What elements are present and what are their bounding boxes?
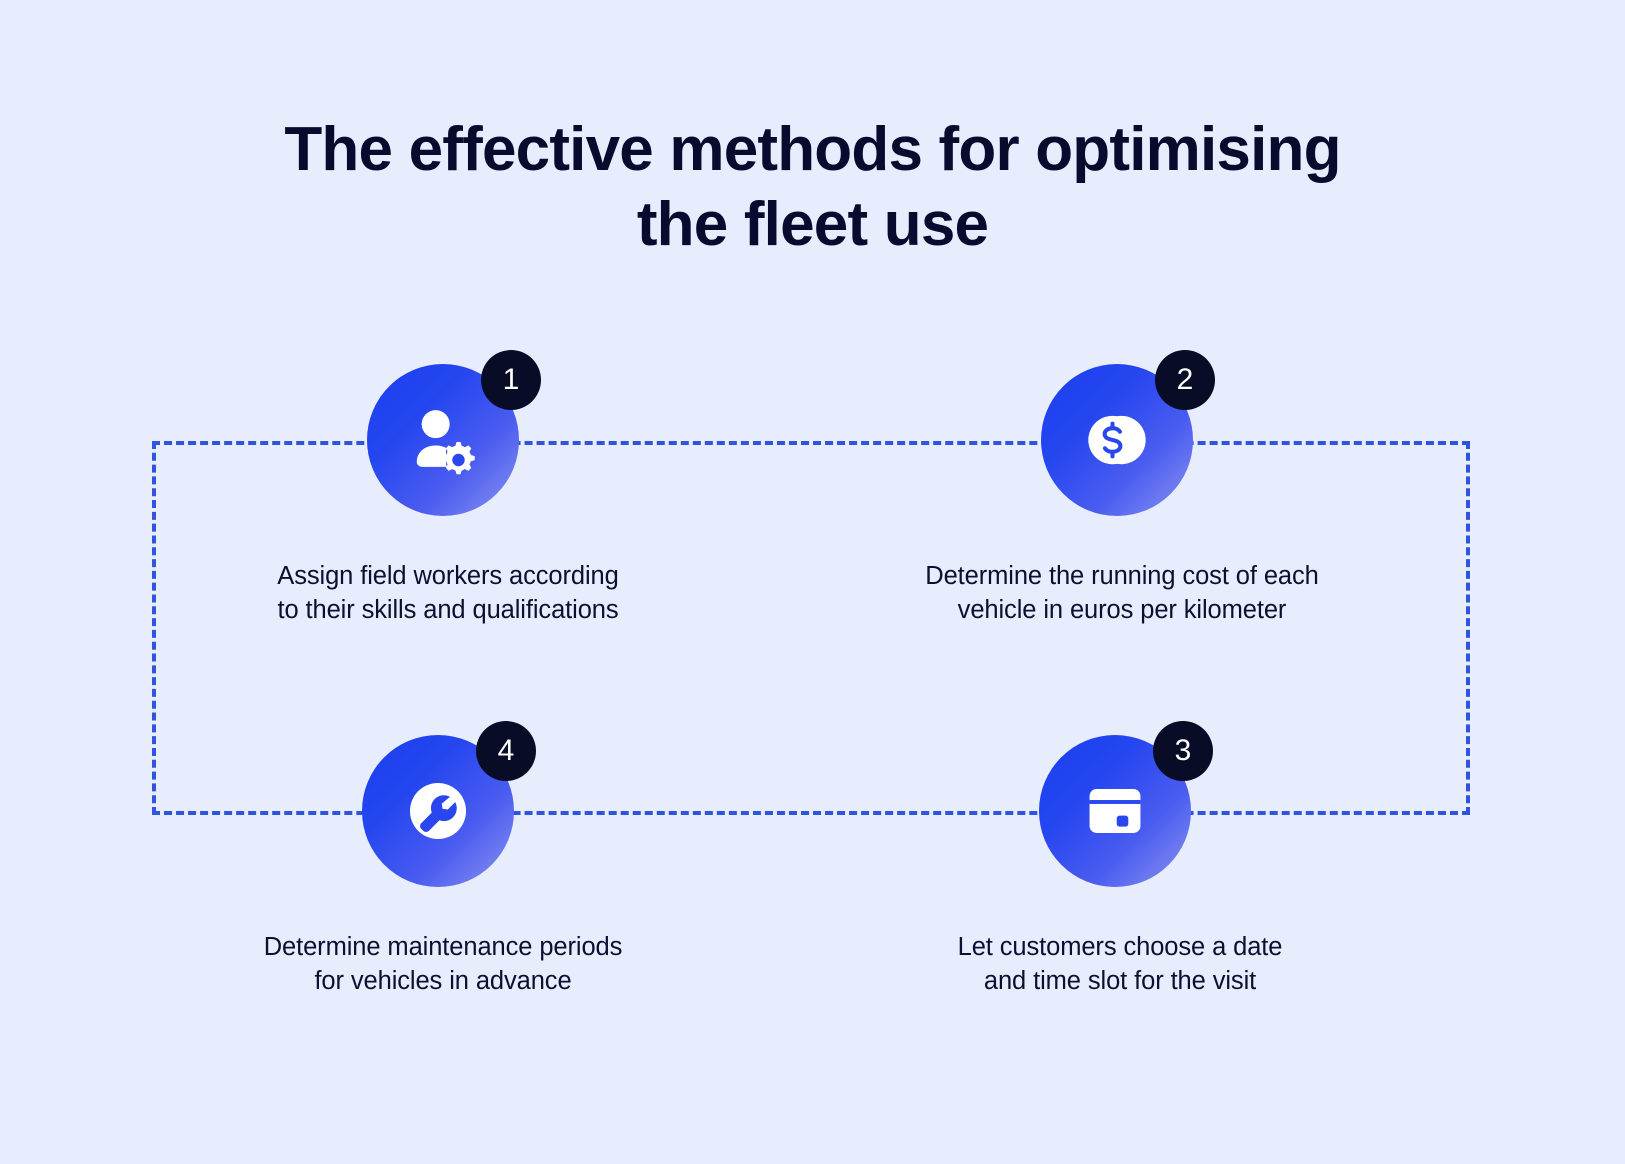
step-1-caption-line-2: to their skills and qualifications — [277, 595, 619, 624]
step-item-4[interactable]: 4 Determine maintenance periods for vehi… — [233, 721, 653, 998]
step-3-caption-line-2: and time slot for the visit — [983, 966, 1257, 995]
step-item-1[interactable]: 1 Assign field workers according to thei… — [238, 350, 658, 627]
dashed-connector-frame — [152, 441, 1470, 815]
step-2-caption-line-2: vehicle in euros per kilometer — [957, 595, 1287, 624]
step-1-caption: Assign field workers according to their … — [238, 560, 658, 627]
page-title: The effective methods for optimising the… — [200, 112, 1425, 263]
step-3-number-badge: 3 — [1153, 721, 1213, 781]
step-item-2[interactable]: 2 Determine the running cost of each veh… — [912, 350, 1332, 627]
step-4-icon-group: 4 — [362, 721, 536, 897]
step-4-caption-line-2: for vehicles in advance — [314, 966, 572, 995]
step-1-caption-line-1: Assign field workers according — [277, 562, 619, 590]
step-3-caption-line-1: Let customers choose a date — [957, 933, 1283, 961]
step-4-number-badge: 4 — [476, 721, 536, 781]
step-item-3[interactable]: 3 Let customers choose a date and time s… — [910, 721, 1330, 998]
step-1-icon-group: 1 — [367, 350, 541, 526]
step-2-caption: Determine the running cost of each vehic… — [912, 560, 1332, 627]
calendar-icon — [1078, 774, 1152, 848]
user-settings-icon — [404, 401, 482, 479]
step-3-icon-group: 3 — [1039, 721, 1213, 897]
page-title-line-2: the fleet use — [636, 190, 989, 260]
step-4-caption: Determine maintenance periods for vehicl… — [233, 931, 653, 998]
dollar-coins-icon — [1081, 404, 1153, 476]
wrench-icon — [399, 772, 477, 850]
step-1-number-badge: 1 — [481, 350, 541, 410]
step-3-caption: Let customers choose a date and time slo… — [910, 931, 1330, 998]
step-2-icon-group: 2 — [1041, 350, 1215, 526]
step-4-caption-line-1: Determine maintenance periods — [263, 933, 623, 961]
step-2-number-badge: 2 — [1155, 350, 1215, 410]
step-2-caption-line-1: Determine the running cost of each — [925, 562, 1319, 590]
page-title-line-1: The effective methods for optimising — [284, 114, 1341, 184]
